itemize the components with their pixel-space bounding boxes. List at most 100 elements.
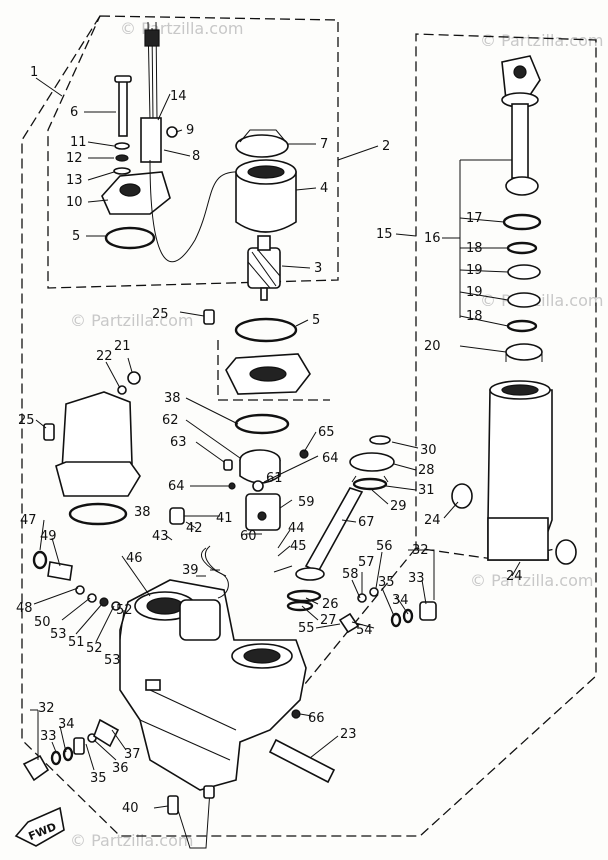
watermark: © Partzilla.com xyxy=(70,831,193,850)
fwd-arrow-icon: FWD xyxy=(14,806,65,847)
callout: 38 xyxy=(164,391,181,406)
watermark: © Partzilla.com xyxy=(120,19,243,38)
callout: 32 xyxy=(412,543,429,558)
callout: 33 xyxy=(40,729,57,744)
callout: 41 xyxy=(216,511,233,526)
callout: 62 xyxy=(162,413,179,428)
callout: 5 xyxy=(72,229,80,244)
callout: 49 xyxy=(40,529,57,544)
callout: 8 xyxy=(192,149,200,164)
callout: 54 xyxy=(356,623,373,638)
watermark: © Partzilla.com xyxy=(70,311,193,330)
callout: 65 xyxy=(318,425,335,440)
callout: 47 xyxy=(20,513,37,528)
cylinder-group xyxy=(451,55,577,565)
callout: 31 xyxy=(418,483,435,498)
callout: 38 xyxy=(134,505,151,520)
watermark: © Partzilla.com xyxy=(470,571,593,590)
housing-group xyxy=(119,579,336,791)
callout: 63 xyxy=(170,435,187,450)
callout: 55 xyxy=(298,621,315,636)
lower-fittings xyxy=(22,718,120,782)
callout: 1 xyxy=(30,65,38,80)
callout: 60 xyxy=(240,529,257,544)
callout: 36 xyxy=(112,761,129,776)
callout: 22 xyxy=(96,349,113,364)
callout: 53 xyxy=(104,653,121,668)
callout: 18 xyxy=(466,241,483,256)
callout: 28 xyxy=(418,463,435,478)
callout: 29 xyxy=(390,499,407,514)
shaft-group xyxy=(286,487,364,612)
callout: 24 xyxy=(424,513,441,528)
callout: 16 xyxy=(424,231,441,246)
callout: 25 xyxy=(152,307,169,322)
callout: 59 xyxy=(298,495,315,510)
hoses xyxy=(167,545,229,849)
callout: 23 xyxy=(340,727,357,742)
callout: 52 xyxy=(86,641,103,656)
callout: 34 xyxy=(58,717,75,732)
callout: 3 xyxy=(314,261,322,276)
valve-group xyxy=(349,435,395,491)
callout: 50 xyxy=(34,615,51,630)
callout: 19 xyxy=(466,263,483,278)
callout: 2 xyxy=(382,139,390,154)
callout: 25 xyxy=(18,413,35,428)
callout: 51 xyxy=(68,635,85,650)
callout: 66 xyxy=(308,711,325,726)
leader-lines xyxy=(30,77,521,809)
callout: 17 xyxy=(466,211,483,226)
callout: 37 xyxy=(124,747,141,762)
callout: 34 xyxy=(392,593,409,608)
callout: 48 xyxy=(16,601,33,616)
callout: 4 xyxy=(320,181,328,196)
callout: 27 xyxy=(320,613,337,628)
callout: 35 xyxy=(90,771,107,786)
callout: 61 xyxy=(266,471,283,486)
reservoir-group xyxy=(43,371,141,497)
left-fittings xyxy=(32,550,121,611)
callout: 20 xyxy=(424,339,441,354)
callout: 45 xyxy=(290,539,307,554)
callout: 6 xyxy=(70,105,78,120)
callout: 5 xyxy=(312,313,320,328)
callout: 57 xyxy=(358,555,375,570)
callout: 43 xyxy=(152,529,169,544)
callout: 64 xyxy=(322,451,339,466)
callout: 14 xyxy=(170,89,187,104)
relay-group xyxy=(101,21,241,263)
callout: 40 xyxy=(122,801,139,816)
callout: 15 xyxy=(376,227,393,242)
callout: 10 xyxy=(66,195,83,210)
watermark: © Partzilla.com xyxy=(480,291,603,310)
watermark: © Partzilla.com xyxy=(480,31,603,50)
callout: 53 xyxy=(50,627,67,642)
callout: 21 xyxy=(114,339,131,354)
callout: 24 xyxy=(506,569,523,584)
callout: 44 xyxy=(288,521,305,536)
callout: 9 xyxy=(186,123,194,138)
callout: 12 xyxy=(66,151,83,166)
group-outlines xyxy=(21,15,597,837)
pump-group xyxy=(68,413,309,531)
motor-group xyxy=(203,129,311,395)
right-fittings xyxy=(338,587,437,634)
callout: 30 xyxy=(420,443,437,458)
callout: 42 xyxy=(186,521,203,536)
callout: 13 xyxy=(66,173,83,188)
callout: 52 xyxy=(116,603,133,618)
callout: 46 xyxy=(126,551,143,566)
callout: 35 xyxy=(378,575,395,590)
callout: 33 xyxy=(408,571,425,586)
callout: 64 xyxy=(168,479,185,494)
callout: 39 xyxy=(182,563,199,578)
callout: 26 xyxy=(322,597,339,612)
callout-labels: 1 2 3 4 5 5 6 7 8 9 10 11 12 13 14 15 16… xyxy=(16,65,523,816)
callout: 11 xyxy=(70,135,87,150)
callout: 32 xyxy=(38,701,55,716)
callout: 7 xyxy=(320,137,328,152)
callout: 56 xyxy=(376,539,393,554)
